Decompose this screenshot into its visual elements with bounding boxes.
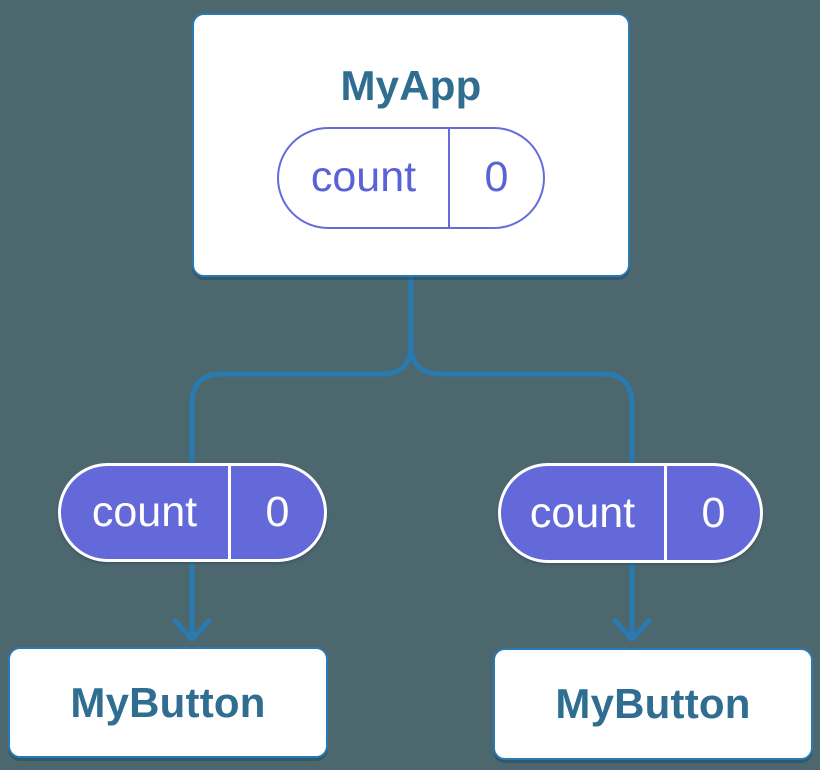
state-value: 0: [448, 128, 543, 227]
component-title: MyApp: [340, 61, 482, 109]
state-label: count: [91, 488, 198, 536]
right-branch-line: [408, 344, 635, 634]
component-card-right-child: MyButton: [493, 648, 813, 760]
state-pill-right-prop: count 0: [498, 463, 763, 563]
component-title: MyButton: [555, 680, 751, 727]
state-value: 0: [664, 466, 760, 560]
state-pill-root: count 0: [277, 126, 545, 229]
component-card-root: MyApp count 0: [192, 13, 630, 277]
state-label: count: [529, 488, 636, 537]
left-branch-line: [189, 344, 414, 634]
component-card-left-child: MyButton: [8, 647, 328, 758]
left-arrow-head-icon: [172, 618, 212, 642]
state-value: 0: [228, 466, 324, 559]
component-title: MyButton: [70, 678, 266, 726]
right-arrow-head-icon: [612, 618, 652, 642]
state-pill-left-prop: count 0: [58, 463, 327, 562]
state-label: count: [310, 153, 417, 201]
